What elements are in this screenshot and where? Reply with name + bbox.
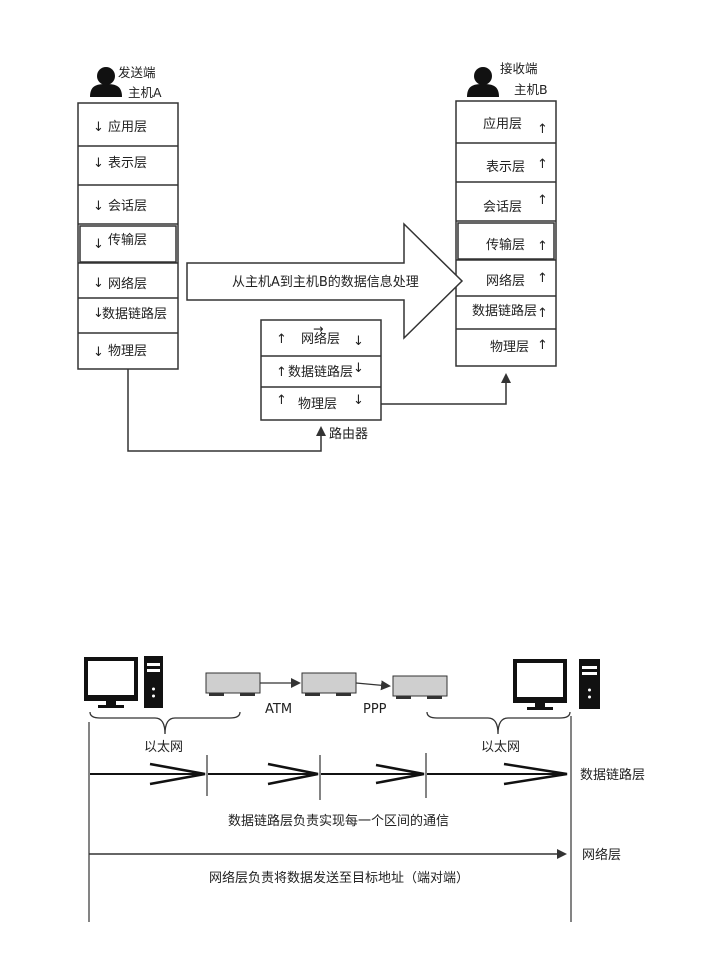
sender-person-icon: [90, 67, 122, 97]
receiver-arrow: ↑: [537, 306, 548, 321]
sender-transport-highlight: [79, 225, 177, 263]
data-flow-arrow: [186, 222, 464, 340]
router-layer-label: 网络层: [301, 331, 340, 347]
sender-layer-label: 传输层: [108, 232, 147, 248]
receiver-stack: 应用层 ↑ 表示层 ↑ 会话层 ↑ 传输层 ↑ 网络层 ↑ 数据链路层 ↑ 物理…: [455, 100, 557, 367]
datalink-segment-arrow: [90, 762, 206, 786]
router-stack: → ↑ 网络层 ↓ ↑ 数据链路层 ↓ ↑ 物理层 ↓: [260, 319, 382, 421]
router-across-arrow: →: [313, 321, 323, 336]
sender-arrow: ↓: [93, 276, 104, 291]
datalink-segment-arrow: [427, 762, 568, 786]
router-down-arrow: ↓: [353, 334, 364, 349]
router-icon: [205, 672, 261, 696]
router-to-receiver-line: [381, 373, 511, 405]
sender-role: 发送端: [118, 65, 156, 80]
sender-layer-label: 会话层: [108, 199, 147, 214]
router-down-arrow: ↓: [353, 361, 364, 376]
receiver-arrow: ↑: [537, 157, 548, 172]
receiver-arrow: ↑: [537, 338, 548, 353]
sender-arrow: ↓: [93, 306, 104, 321]
datalink-caption: 数据链路层负责实现每一个区间的通信: [228, 813, 449, 829]
sender-to-router-line: [127, 369, 326, 452]
sender-arrow: ↓: [93, 120, 104, 135]
receiver-layer-label: 会话层: [483, 200, 522, 215]
receiver-layer-label: 传输层: [486, 237, 525, 253]
network-label: 网络层: [582, 847, 621, 863]
router-icon: [392, 675, 448, 699]
network-caption: 网络层负责将数据发送至目标地址（端对端）: [209, 870, 469, 886]
receiver-layer-label: 数据链路层: [472, 303, 537, 319]
sender-layer-label: 网络层: [108, 276, 147, 292]
sender-layer-label: 表示层: [108, 156, 147, 171]
receiver-layer-label: 物理层: [490, 340, 529, 355]
receiver-arrow: ↑: [537, 122, 548, 137]
sender-layer-label: 数据链路层: [102, 306, 167, 322]
receiver-role: 接收端: [500, 61, 538, 76]
left-ethernet-label: 以太网: [144, 740, 183, 755]
router-icon: [301, 672, 357, 696]
sender-stack: ↓ 应用层 ↓ 表示层 ↓ 会话层 ↓ 传输层 ↓ 网络层 ↓ 数据链路层 ↓ …: [77, 102, 179, 370]
sender-arrow: ↓: [93, 199, 104, 214]
router-layer-label: 物理层: [298, 397, 337, 412]
right-computer-icon: [513, 659, 600, 710]
sender-arrow: ↓: [93, 156, 104, 171]
receiver-layer-label: 表示层: [486, 160, 525, 175]
left-computer-icon: [84, 656, 163, 708]
receiver-layer-label: 网络层: [486, 273, 525, 289]
datalink-segment-arrow: [321, 763, 425, 785]
ppp-link-arrow: [355, 680, 391, 691]
receiver-layer-label: 应用层: [483, 116, 522, 132]
router-label: 路由器: [329, 426, 368, 442]
right-ethernet-brace: [426, 711, 571, 735]
right-ethernet-label: 以太网: [481, 740, 520, 755]
receiver-arrow: ↑: [537, 271, 548, 286]
router-down-arrow: ↓: [353, 393, 364, 408]
receiver-host: 主机B: [514, 82, 548, 97]
ppp-label: PPP: [363, 702, 387, 717]
sender-layer-label: 应用层: [108, 119, 147, 135]
data-flow-text: 从主机A到主机B的数据信息处理: [232, 274, 419, 290]
router-up-arrow: ↑: [276, 393, 287, 408]
datalink-segment-arrow: [208, 762, 319, 786]
router-layer-label: 数据链路层: [288, 364, 353, 380]
atm-label: ATM: [265, 702, 292, 717]
router-up-arrow: ↑: [276, 365, 287, 380]
left-ethernet-brace: [89, 711, 241, 735]
router-up-arrow: ↑: [276, 332, 287, 347]
sender-arrow: ↓: [93, 237, 104, 252]
sender-layer-label: 物理层: [108, 344, 147, 359]
receiver-transport-highlight: [457, 222, 555, 260]
receiver-arrow: ↑: [537, 193, 548, 208]
receiver-person-icon: [467, 67, 499, 97]
receiver-arrow: ↑: [537, 239, 548, 254]
datalink-label: 数据链路层: [580, 767, 645, 783]
sender-arrow: ↓: [93, 345, 104, 360]
sender-host: 主机A: [128, 85, 162, 100]
